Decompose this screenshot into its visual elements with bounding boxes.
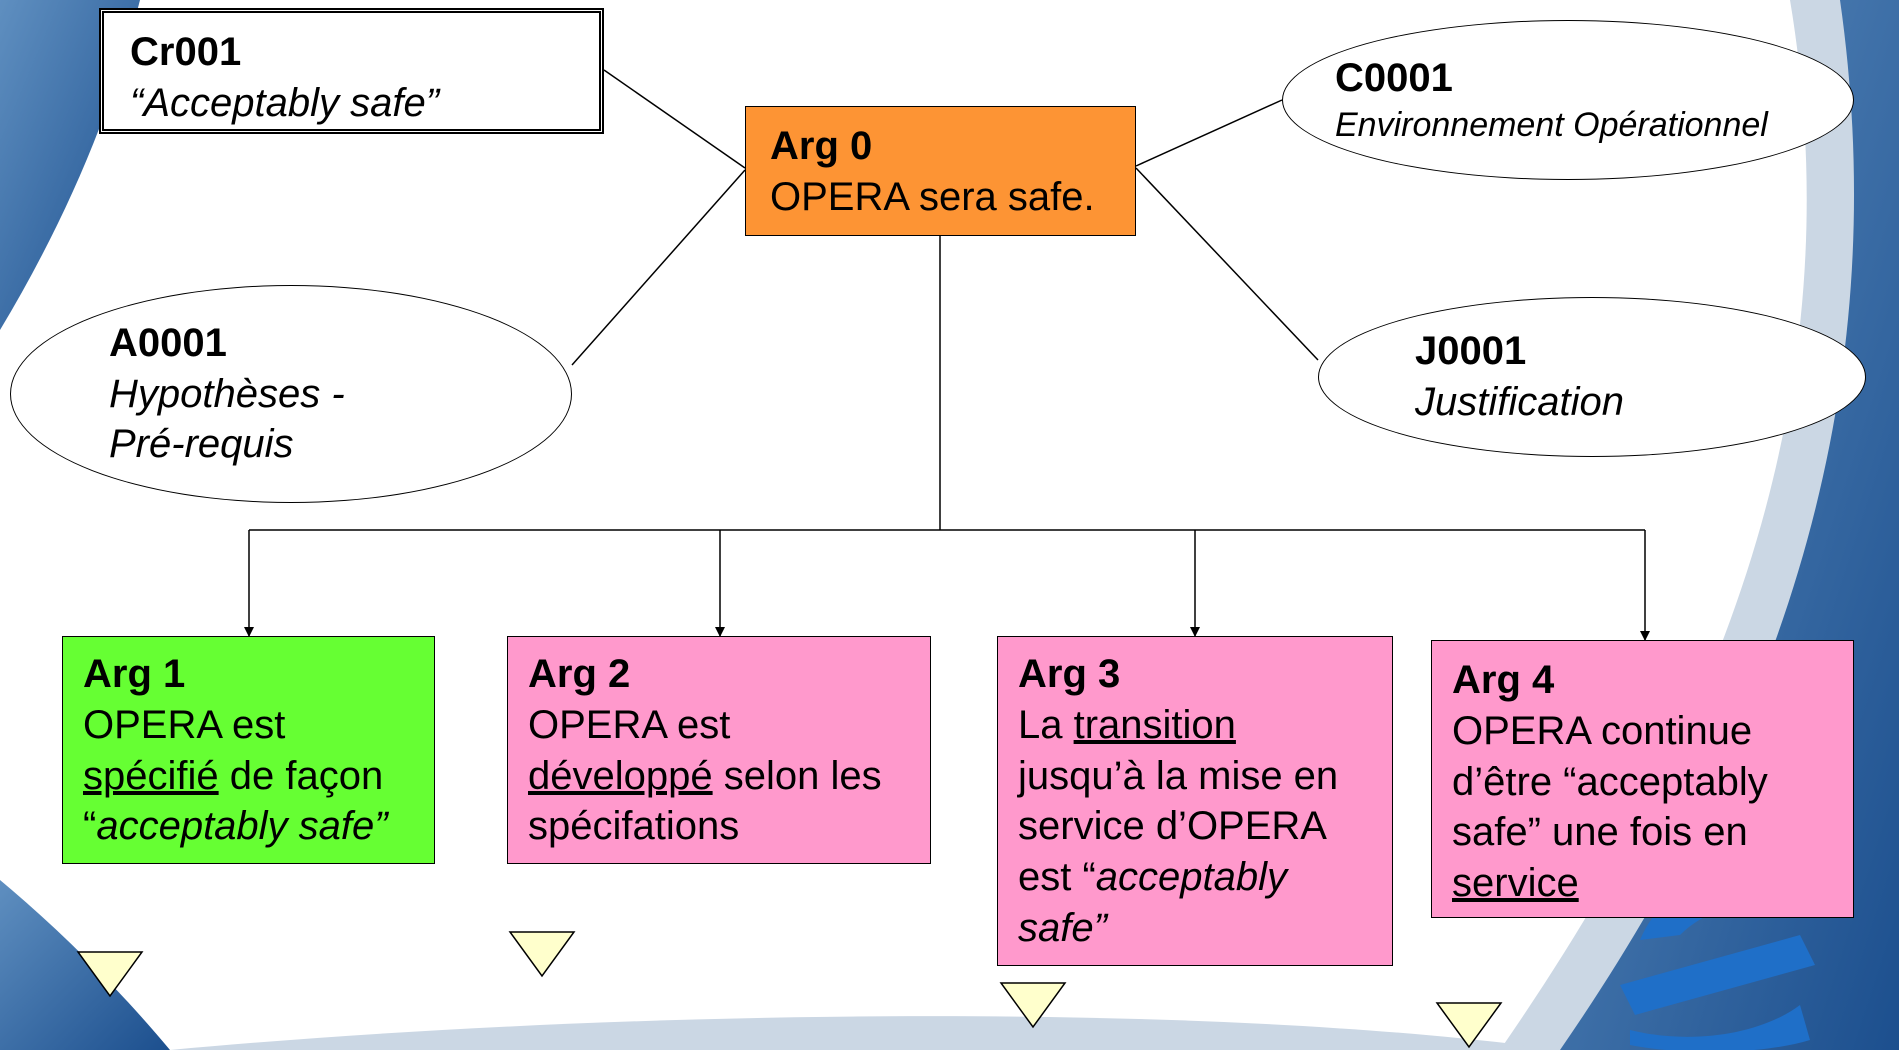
undeveloped-triangle-icon (999, 982, 1067, 1029)
undeveloped-triangle-icon (1435, 1002, 1503, 1049)
node-id: A0001 (109, 320, 227, 365)
link-a0001-arg0 (571, 169, 746, 366)
node-text-line5: safe” (1018, 905, 1107, 950)
node-id: C0001 (1335, 56, 1453, 101)
node-text-line2: spécifié de façon (83, 751, 414, 802)
node-text-prefix: La (1018, 702, 1074, 747)
node-id: J0001 (1415, 329, 1527, 374)
quote-open: “ (83, 804, 97, 849)
node-text-after: selon les (712, 753, 882, 798)
node-arg4: Arg 4 OPERA continue d’être “acceptably … (1431, 640, 1854, 918)
underlined-term: spécifié (83, 753, 219, 798)
node-id: Arg 0 (770, 124, 873, 168)
node-text-line4: est “acceptably (1018, 852, 1372, 903)
undeveloped-triangle-icon (76, 951, 144, 998)
node-text-line3: safe” une fois en (1452, 810, 1748, 855)
link-j0001-arg0 (1135, 167, 1319, 361)
node-a0001: A0001 Hypothèses - Pré-requis (10, 285, 572, 503)
node-text-line1: La transition (1018, 700, 1372, 751)
node-arg0: Arg 0 OPERA sera safe. (745, 106, 1136, 236)
node-text-line2: développé selon les (528, 751, 910, 802)
node-arg3: Arg 3 La transition jusqu’à la mise en s… (997, 636, 1393, 966)
connectors (244, 69, 1650, 641)
underlined-term: service (1452, 861, 1579, 906)
node-j0001: J0001 Justification (1318, 297, 1866, 457)
node-text: Justification (1415, 380, 1624, 424)
italic-text: acceptably safe” (96, 804, 388, 849)
node-text-line3: service d’OPERA (1018, 804, 1327, 849)
node-id: Cr001 (130, 30, 242, 74)
node-arg1: Arg 1 OPERA est spécifié de façon “accep… (62, 636, 435, 864)
node-text: “Acceptably safe” (130, 80, 440, 125)
underlined-term: développé (528, 753, 713, 798)
node-id: Arg 4 (1452, 658, 1555, 702)
background-band-bottom (170, 1016, 1560, 1050)
link-c0001-arg0 (1135, 99, 1283, 167)
underlined-term: transition (1073, 702, 1236, 747)
node-text-after: de façon (218, 753, 384, 798)
node-text-line1: OPERA continue (1452, 708, 1753, 753)
node-text-line1: Hypothèses - (109, 371, 345, 416)
undeveloped-triangle-icon (508, 931, 576, 978)
node-text-line2: Pré-requis (109, 422, 294, 467)
node-text-line3: “acceptably safe” (83, 801, 414, 852)
node-text-line1: OPERA est (83, 702, 286, 747)
link-cr001-arg0 (603, 69, 746, 169)
node-text: OPERA sera safe. (770, 174, 1095, 219)
node-text-line1: OPERA est (528, 702, 731, 747)
node-id: Arg 1 (83, 652, 186, 696)
node-id: Arg 3 (1018, 652, 1121, 696)
node-c0001: C0001 Environnement Opérationnel (1282, 20, 1854, 180)
node-cr001: Cr001 “Acceptably safe” (99, 8, 604, 134)
italic-text: acceptably (1095, 855, 1288, 900)
node-text-line2: d’être “acceptably (1452, 759, 1768, 804)
node-text-line2: jusqu’à la mise en (1018, 753, 1339, 798)
node-text-line3: spécifations (528, 804, 740, 849)
node-text-lead: est “ (1018, 855, 1096, 900)
node-id: Arg 2 (528, 652, 631, 696)
background-corner-bottom-left (0, 880, 170, 1050)
node-text: Environnement Opérationnel (1335, 105, 1768, 144)
node-arg2: Arg 2 OPERA est développé selon les spéc… (507, 636, 931, 864)
